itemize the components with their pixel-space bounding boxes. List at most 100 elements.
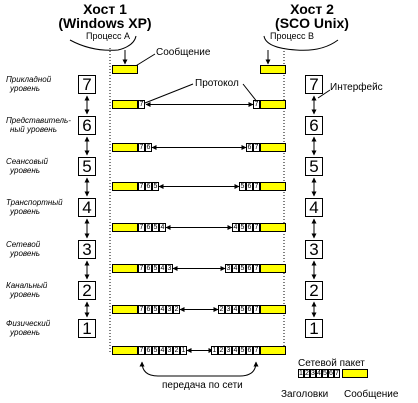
host-1-os: (Windows XP)	[58, 15, 152, 31]
packet-header-right: 2	[218, 346, 225, 355]
host-2-title: Хост 2 (SCO Unix)	[262, 2, 362, 30]
legend-header-cell: 6	[328, 369, 334, 378]
packet-message-right	[260, 264, 286, 273]
packet-message-right	[260, 100, 286, 109]
legend-headers-label: Заголовки	[281, 389, 329, 400]
packet-header-right: 7	[253, 223, 260, 232]
protocol-leader-right	[242, 83, 259, 104]
packet-header-right: 7	[253, 305, 260, 314]
packet-header-right: 3	[225, 264, 232, 273]
legend-title: Сетевой пакет	[298, 358, 365, 369]
layer-box-right-4: 4	[305, 198, 323, 217]
packet-header-right: 6	[246, 223, 253, 232]
packet-header-left: 2	[173, 346, 180, 355]
legend-header-cell: 1	[298, 369, 304, 378]
layer-box-right-5: 5	[305, 157, 323, 176]
packet-message-left	[112, 305, 138, 314]
layer-box-right-2: 2	[305, 281, 323, 300]
network-transfer-callout: передача по сети	[162, 380, 243, 391]
layer-label-line1: Сеансовый	[6, 157, 48, 166]
packet-header-right: 7	[253, 182, 260, 191]
packet-header-left: 5	[152, 305, 159, 314]
host-2-name: Хост 2	[290, 1, 334, 17]
legend-header-cell: 4	[316, 369, 322, 378]
packet-header-right: 6	[246, 182, 253, 191]
packet-message-left	[112, 100, 138, 109]
interface-callout: Интерфейс	[330, 82, 383, 93]
packet-header-right: 5	[239, 182, 246, 191]
packet-message-right	[260, 305, 286, 314]
packet-header-left: 7	[138, 264, 145, 273]
message-leader	[133, 53, 156, 68]
process-a-label: Процесс А	[86, 31, 131, 41]
packet-header-right: 2	[218, 305, 225, 314]
packet-header-left: 5	[152, 346, 159, 355]
packet-header-right: 7	[253, 346, 260, 355]
legend-header-cell: 5	[322, 369, 328, 378]
layer-label-line2: ный уровень	[10, 125, 57, 134]
packet-header-left: 7	[138, 182, 145, 191]
packet-header-right: 4	[232, 346, 239, 355]
packet-header-right: 6	[246, 346, 253, 355]
layer-box-right-3: 3	[305, 240, 323, 259]
packet-header-right: 7	[253, 264, 260, 273]
packet-message-left	[112, 264, 138, 273]
packet-header-left: 5	[152, 264, 159, 273]
protocol-callout: Протокол	[195, 78, 239, 89]
packet-header-left: 7	[138, 305, 145, 314]
layer-box-left-2: 2	[78, 281, 96, 300]
packet-header-left: 4	[159, 264, 166, 273]
packet-header-right: 7	[253, 100, 260, 109]
layer-label-line1: Прикладной	[6, 75, 52, 84]
packet-header-left: 5	[152, 223, 159, 232]
packet-header-right: 4	[232, 264, 239, 273]
message-callout: Сообщение	[156, 47, 211, 58]
host-1-title: Хост 1 (Windows XP)	[55, 2, 155, 30]
packet-message-left	[112, 346, 138, 355]
layer-label-line1: Канальный	[6, 281, 48, 290]
layer-label-line2: уровень	[10, 84, 40, 93]
packet-header-right: 4	[232, 305, 239, 314]
packet-header-right: 7	[253, 143, 260, 152]
packet-header-left: 7	[138, 100, 145, 109]
packet-header-left: 7	[138, 223, 145, 232]
layer-label-line2: уровень	[10, 207, 40, 216]
layer-label-line1: Сетевой	[6, 240, 41, 249]
packet-header-right: 5	[239, 346, 246, 355]
host-1-name: Хост 1	[83, 1, 127, 17]
packet-header-right: 4	[232, 223, 239, 232]
packet-header-right: 3	[225, 305, 232, 314]
packet-header-right: 6	[246, 143, 253, 152]
process-b-label: Процесс В	[270, 31, 315, 41]
layer-label-line2: уровень	[10, 328, 40, 337]
packet-header-right: 5	[239, 264, 246, 273]
layer-label-line2: уровень	[10, 290, 40, 299]
layer-box-left-4: 4	[78, 198, 96, 217]
packet-header-right: 5	[239, 305, 246, 314]
layer-box-left-1: 1	[78, 319, 96, 338]
layer-label-line2: уровень	[10, 249, 40, 258]
layer-box-left-5: 5	[78, 157, 96, 176]
packet-header-left: 3	[166, 264, 173, 273]
packet-header-left: 6	[145, 305, 152, 314]
packet-header-left: 4	[159, 223, 166, 232]
layer-label-6: Представитель-ный уровень	[6, 116, 71, 134]
packet-header-left: 6	[145, 346, 152, 355]
legend-message-block	[342, 369, 368, 378]
packet-header-right: 5	[239, 223, 246, 232]
layer-label-line1: Физический	[6, 319, 51, 328]
legend-header-cell: 2	[304, 369, 310, 378]
packet-header-left: 6	[145, 182, 152, 191]
process-b-arc	[263, 35, 339, 51]
packet-header-left: 3	[166, 305, 173, 314]
host-2-os: (SCO Unix)	[275, 15, 349, 31]
packet-header-left: 4	[159, 305, 166, 314]
packet-header-left: 4	[159, 346, 166, 355]
